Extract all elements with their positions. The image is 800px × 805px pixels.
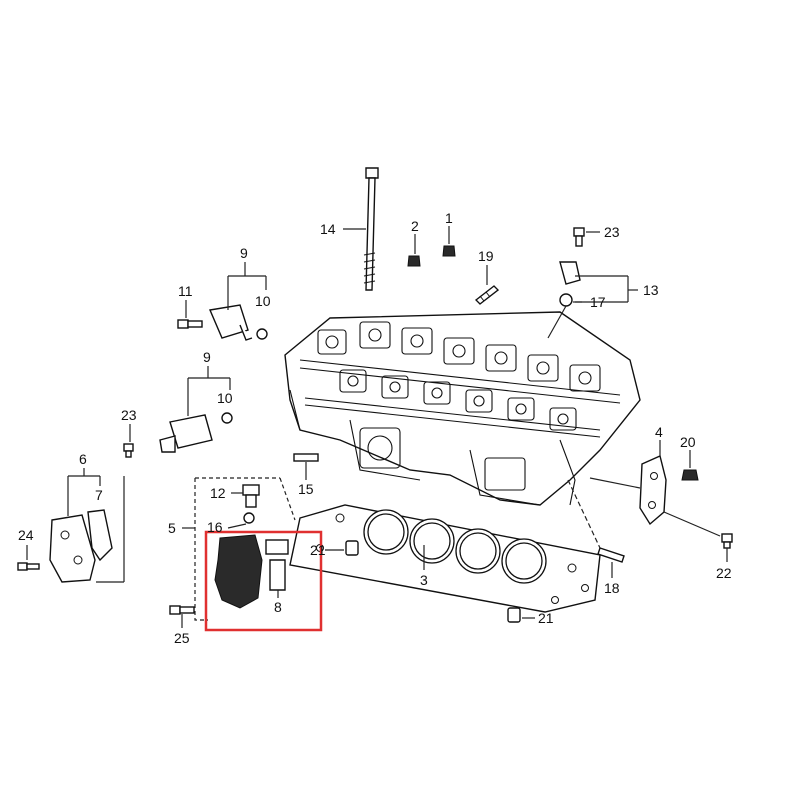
callout-5: 5 — [168, 520, 176, 536]
head-gasket — [289, 504, 601, 613]
bolt-25 — [169, 605, 195, 615]
callout-23-left: 23 — [121, 407, 137, 423]
callout-10-lower: 10 — [217, 390, 233, 406]
dowel-21-upper — [345, 540, 359, 556]
callout-23-top: 23 — [604, 224, 620, 240]
callout-15: 15 — [298, 481, 314, 497]
callout-22: 22 — [716, 565, 732, 581]
plug-cap-top — [407, 255, 421, 267]
callout-9-lower: 9 — [203, 349, 211, 365]
callout-25: 25 — [174, 630, 190, 646]
cam-sensor — [559, 261, 581, 307]
callout-8: 8 — [274, 599, 282, 615]
leader-lines — [26, 226, 728, 628]
callout-19: 19 — [478, 248, 494, 264]
dowel-21-lower — [507, 607, 521, 623]
callout-6: 6 — [79, 451, 87, 467]
callout-3: 3 — [420, 572, 428, 588]
callout-11: 11 — [178, 283, 193, 299]
bolt-23-left — [123, 443, 134, 458]
callout-1: 1 — [445, 210, 453, 226]
vtc-solenoid-upper — [209, 304, 268, 341]
bolt-24 — [17, 562, 40, 571]
callout-4: 4 — [655, 424, 663, 440]
callout-21-upper: 21 — [310, 542, 326, 558]
highlight-box — [204, 530, 323, 632]
bolt-23-top — [573, 227, 585, 247]
callout-2: 2 — [411, 218, 419, 234]
cover-6 — [49, 514, 96, 583]
callout-24: 24 — [18, 527, 34, 543]
bolt-22 — [721, 533, 733, 549]
callout-7: 7 — [95, 487, 103, 503]
callout-20: 20 — [680, 434, 696, 450]
callout-12: 12 — [210, 485, 226, 501]
vtc-solenoid-lower — [159, 412, 233, 453]
callout-13: 13 — [643, 282, 659, 298]
nut-20 — [681, 469, 699, 481]
callout-18: 18 — [604, 580, 620, 596]
spool-valve — [214, 534, 289, 609]
callout-10-upper: 10 — [255, 293, 271, 309]
callout-17: 17 — [590, 294, 606, 310]
callout-labels: 14 2 1 19 23 13 17 9 11 10 9 10 23 6 7 2… — [18, 210, 732, 646]
callout-21-lower: 21 — [538, 610, 554, 626]
callout-16: 16 — [207, 519, 223, 535]
bolt-11 — [177, 319, 203, 329]
cylinder-head — [284, 311, 641, 506]
stud-19 — [474, 285, 500, 305]
gasket-7 — [87, 509, 113, 562]
callout-14: 14 — [320, 221, 336, 237]
stud-15 — [293, 453, 319, 462]
bracket-4 — [639, 455, 667, 526]
head-bolt — [363, 167, 379, 291]
callout-9-upper: 9 — [240, 245, 248, 261]
stud-18 — [597, 547, 625, 563]
cap-1 — [442, 245, 456, 257]
oil-pressure-switch — [242, 484, 260, 524]
